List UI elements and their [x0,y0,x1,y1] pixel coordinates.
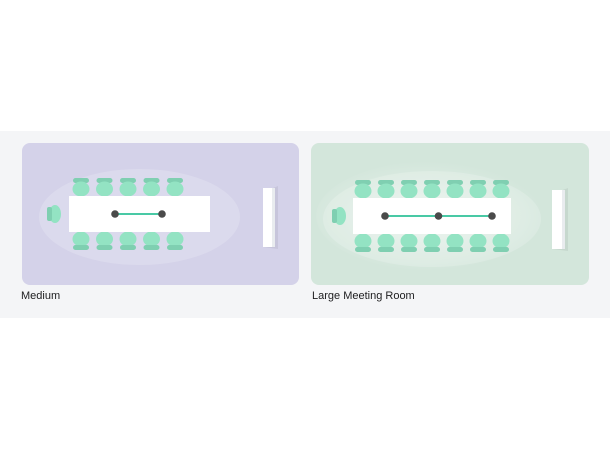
chair-icon [446,180,464,199]
chair-icon [423,233,441,252]
room-label-large: Large Meeting Room [312,290,415,302]
screen-icon [552,188,568,251]
chair-icon [469,180,487,199]
screen-icon [263,186,278,249]
chair-icon [72,178,90,197]
chair-icon [354,233,372,252]
room-card-large[interactable] [311,143,589,285]
chair-icon [377,180,395,199]
chair-icon [143,178,160,197]
chair-icon [166,178,184,197]
chair-icon [119,231,137,250]
chair-icon [119,178,137,197]
chair-icon [354,180,372,199]
dot-icon [381,212,389,220]
chair-icon [400,180,418,199]
chair-icon [400,233,418,252]
chair-icon [72,231,90,250]
chair-icon [446,233,464,252]
chair-icon [492,180,510,199]
chair-icon [47,205,61,223]
dot-icon [434,212,443,220]
dot-icon [158,210,166,218]
chair-icon [492,233,510,252]
chair-icon [423,180,441,199]
chair-icon [143,231,160,250]
chair-icon [166,231,184,250]
room-label-medium: Medium [21,290,61,302]
dot-icon [111,210,119,218]
chair-icon [96,231,113,250]
chair-icon [469,233,487,252]
room-illustration-medium [22,143,299,285]
chair-icon [377,233,395,252]
chair-icon [96,178,113,197]
chair-icon [332,207,346,225]
room-card-medium[interactable] [22,143,299,285]
room-illustration-large [311,143,589,285]
dot-icon [488,212,496,220]
